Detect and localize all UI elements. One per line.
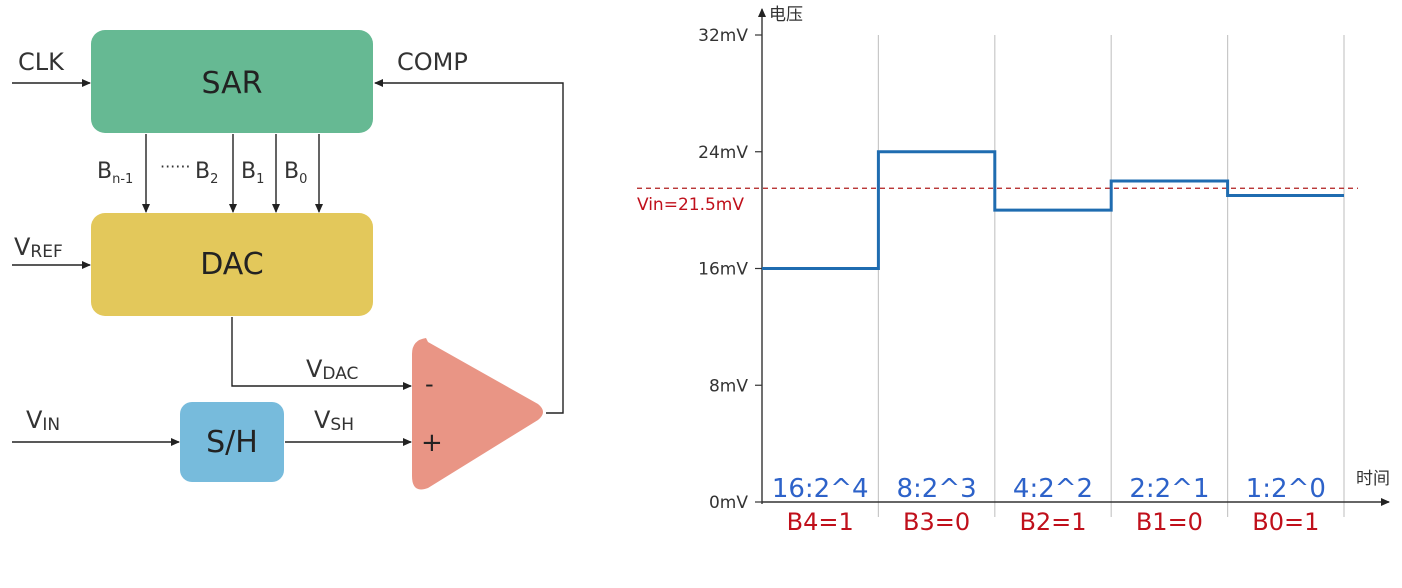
sar-block — [91, 30, 373, 133]
vdac-wire — [231, 317, 412, 390]
comparator-plus: + — [421, 428, 443, 458]
bit-label-b2: B2 — [195, 159, 218, 187]
x-axis-title: 时间 — [1356, 469, 1390, 489]
vsh-label: VSH — [314, 406, 354, 435]
chart-grid — [877, 35, 1345, 517]
comparator-minus: - — [425, 370, 434, 398]
step-chart: 电压 时间 0mV 8mV 16mV 24mV 32mV Vin=21.5mV 16:2… — [637, 5, 1390, 536]
y-ticks: 0mV 8mV 16mV 24mV 32mV — [698, 26, 762, 513]
vin-label: VIN — [26, 406, 60, 435]
bit-label-bn1: Bn-1 — [97, 159, 133, 187]
block-diagram: SAR DAC S/H - + CLK COMP Bn-1 ······ B2 … — [12, 30, 564, 490]
sh-block — [180, 402, 284, 482]
step-result-label: B1=0 — [1136, 508, 1203, 536]
step-result-label: B2=1 — [1019, 508, 1086, 536]
vdac-label: VDAC — [306, 355, 358, 384]
step-weight-label: 2:2^1 — [1129, 474, 1209, 504]
y-tick-label: 0mV — [709, 493, 748, 513]
dac-block — [91, 213, 373, 316]
step-weight-label: 8:2^3 — [897, 474, 977, 504]
step-result-label: B0=1 — [1252, 508, 1319, 536]
vin-reference-label: Vin=21.5mV — [637, 195, 744, 215]
comp-feedback-wire — [374, 79, 564, 414]
y-tick-label: 24mV — [698, 143, 748, 163]
step-weight-label: 1:2^0 — [1246, 474, 1326, 504]
bit-label-dots: ······ — [160, 157, 191, 176]
bit-label-b0: B0 — [284, 159, 307, 187]
step-weight-label: 4:2^2 — [1013, 474, 1093, 504]
dac-voltage-step-line — [762, 150, 1344, 270]
step-result-label: B3=0 — [903, 508, 970, 536]
clk-label: CLK — [18, 48, 65, 76]
y-tick-label: 16mV — [698, 260, 748, 280]
bit-label-b1: B1 — [241, 159, 264, 187]
step-weight-label: 16:2^4 — [772, 474, 869, 504]
dac-label: DAC — [200, 247, 264, 282]
sh-label: S/H — [206, 425, 258, 460]
y-axis-title: 电压 — [769, 5, 803, 25]
sar-label: SAR — [202, 66, 263, 101]
step-result-label: B4=1 — [787, 508, 854, 536]
vref-label: VREF — [14, 233, 63, 262]
step-labels: 16:2^4B4=1 8:2^3B3=0 4:2^2B2=1 2:2^1B1=0 1:2… — [772, 474, 1326, 536]
comp-label: COMP — [397, 48, 468, 76]
comparator — [412, 338, 543, 490]
y-tick-label: 32mV — [698, 26, 748, 46]
y-tick-label: 8mV — [709, 376, 748, 396]
